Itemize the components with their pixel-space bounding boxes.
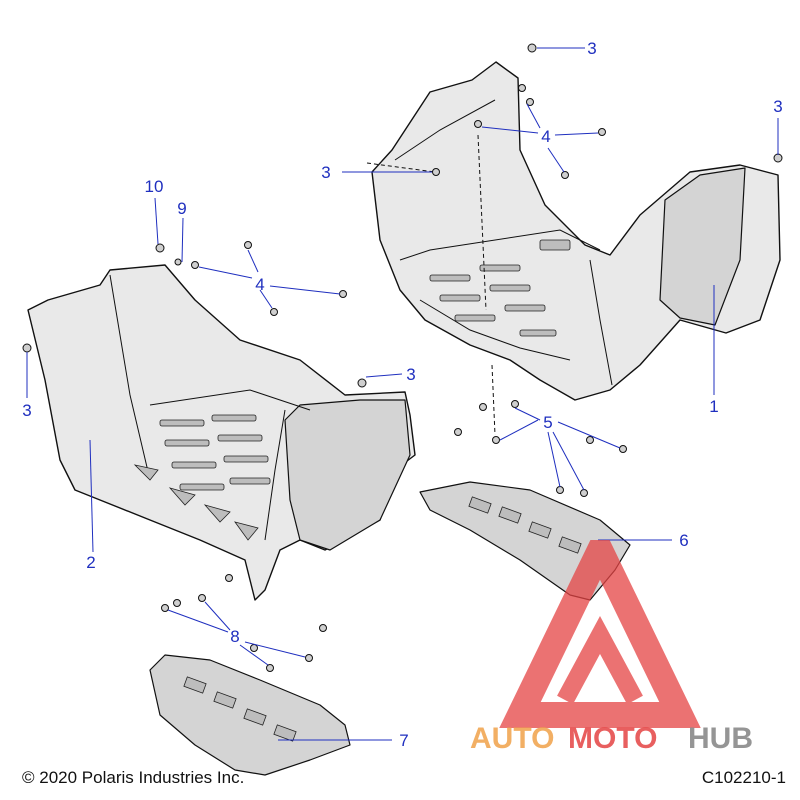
callout-8: 8 [230,627,239,646]
left-floor-treads [133,414,271,541]
figure-id: C102210-1 [701,768,786,787]
callout-5: 5 [543,413,552,432]
right-footwell-part [366,61,781,436]
callout-4-right: 4 [541,127,550,146]
callout-1: 1 [709,397,718,416]
left-footrest-grate [149,654,351,776]
callout-3-right: 3 [773,97,782,116]
watermark-word-moto: MOTO [568,722,657,755]
watermark-word-hub: HUB [688,722,753,755]
callout-7: 7 [399,731,408,750]
callout-2: 2 [86,553,95,572]
callout-9: 9 [177,199,186,218]
callout-10: 10 [145,177,164,196]
leader-lines [26,47,779,741]
callout-4-left: 4 [255,275,264,294]
callout-3-top: 3 [587,39,596,58]
watermark-word-auto: AUTO [470,722,554,755]
copyright-notice: © 2020 Polaris Industries Inc. [22,768,245,787]
right-floor-treads [429,239,571,337]
triangle-emblem-icon [499,540,701,728]
callout-6: 6 [679,531,688,550]
automotohub-watermark-logo: AUTO MOTO HUB [470,540,753,755]
fastener-hardware [22,43,783,672]
left-footwell-part [27,264,416,601]
callout-3-left: 3 [22,401,31,420]
callout-3-mid: 3 [321,163,330,182]
callout-3-center: 3 [406,365,415,384]
callout-labels: 1 2 3 3 3 3 3 4 4 5 6 7 8 9 10 [22,39,782,750]
